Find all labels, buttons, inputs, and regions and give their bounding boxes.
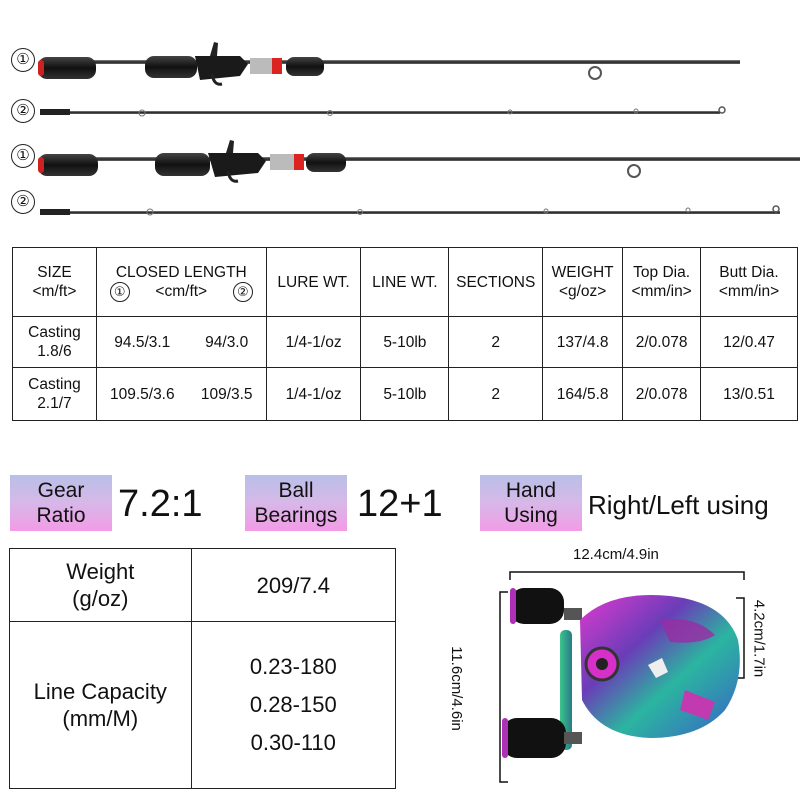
cell-top-dia: 2/0.078	[622, 316, 702, 368]
cell-size-value: 1.8/6	[37, 343, 72, 360]
cell-size-type: Casting	[28, 324, 81, 341]
rod-2-tip-section	[40, 205, 780, 216]
ball-bearings-value: 12+1	[357, 483, 443, 525]
header-butt-unit: <mm/in>	[718, 283, 780, 300]
rod-illustrations	[38, 42, 800, 216]
cell-line: 5-10lb	[360, 367, 450, 421]
cell-closed-2: 109/3.5	[200, 385, 253, 403]
cell-closed-1: 109.5/3.6	[109, 385, 175, 403]
line-capacity-label-1: Line Capacity	[33, 679, 167, 704]
cell-closed-length: 109.5/3.6 109/3.5	[95, 367, 267, 421]
header-weight-label: WEIGHT	[551, 264, 614, 281]
line-capacity-value: 0.23-180	[249, 654, 337, 679]
line-capacity-label: Line Capacity (mm/M)	[9, 621, 192, 789]
hand-using-value: Right/Left using	[588, 490, 769, 520]
header-closed-unit: <cm/ft>	[155, 283, 208, 300]
header-lure: LURE WT.	[265, 247, 362, 317]
header-weight-unit: <g/oz>	[558, 283, 607, 300]
cell-lure: 1/4-1/oz	[265, 367, 362, 421]
table-row: Weight (g/oz) 209/7.4	[9, 548, 397, 622]
gear-ratio-label-1: Gear	[37, 479, 85, 502]
reel-weight-label-1: Weight	[66, 559, 135, 584]
ball-bearings-label-2: Bearings	[254, 504, 338, 527]
line-capacity-values: 0.23-180 0.28-150 0.30-110	[190, 621, 397, 789]
gear-ratio-value: 7.2:1	[118, 483, 203, 525]
header-closed-sub: ① <cm/ft> ②	[97, 281, 266, 302]
rod-2-butt-section	[38, 140, 800, 183]
header-top-dia: Top Dia. <mm/in>	[622, 247, 702, 317]
header-size: SIZE <m/ft>	[12, 247, 97, 317]
rod-2-butt-marker: ①	[11, 144, 35, 168]
ball-bearings-badge: Ball Bearings	[245, 475, 347, 531]
cell-weight: 137/4.8	[542, 316, 624, 368]
hand-using-label-2: Using	[504, 504, 558, 527]
cell-lure: 1/4-1/oz	[265, 316, 362, 368]
reel-spec-table: Weight (g/oz) 209/7.4 Line Capacity (mm/…	[9, 548, 397, 789]
rod-1-butt-marker: ①	[11, 48, 35, 72]
hand-using-badge: Hand Using	[480, 475, 582, 531]
line-capacity-value: 0.28-150	[249, 692, 337, 717]
header-sections: SECTIONS	[448, 247, 544, 317]
table-row: Casting 2.1/7 109.5/3.6 109/3.5 1/4-1/oz…	[12, 367, 798, 421]
header-weight: WEIGHT <g/oz>	[542, 247, 624, 317]
reel-weight-label: Weight (g/oz)	[9, 548, 192, 622]
rod-1-tip-section	[40, 106, 726, 117]
cell-sections: 2	[448, 367, 544, 421]
header-top-unit: <mm/in>	[631, 283, 692, 300]
reel-weight-value: 209/7.4	[190, 548, 397, 622]
header-marker-2: ②	[232, 281, 253, 302]
cell-sections: 2	[448, 316, 544, 368]
header-size-label: SIZE	[37, 264, 72, 281]
cell-closed-1: 94.5/3.1	[114, 333, 171, 351]
cell-size: Casting 2.1/7	[12, 367, 97, 421]
table-header-row: SIZE <m/ft> CLOSED LENGTH ① <cm/ft> ② LU…	[12, 247, 798, 317]
cell-weight: 164/5.8	[542, 367, 624, 421]
cell-butt-dia: 13/0.51	[700, 367, 798, 421]
cell-line: 5-10lb	[360, 316, 450, 368]
gear-ratio-label-2: Ratio	[36, 504, 86, 527]
rod-1-tip-marker: ②	[11, 99, 35, 123]
cell-size-type: Casting	[28, 376, 81, 393]
reel-weight-label-2: (g/oz)	[72, 586, 129, 611]
table-row: Casting 1.8/6 94.5/3.1 94/3.0 1/4-1/oz 5…	[12, 316, 798, 368]
header-butt-label: Butt Dia.	[719, 264, 779, 281]
ball-bearings-label-1: Ball	[278, 479, 314, 502]
reel-width-dimension: 12.4cm/4.9in	[573, 546, 659, 563]
header-marker-1: ①	[109, 281, 130, 302]
line-capacity-value: 0.30-110	[250, 730, 336, 755]
header-line: LINE WT.	[360, 247, 450, 317]
rod-2-tip-marker: ②	[11, 190, 35, 214]
header-butt-dia: Butt Dia. <mm/in>	[700, 247, 798, 317]
cell-butt-dia: 12/0.47	[700, 316, 798, 368]
hand-using-label-1: Hand	[505, 479, 557, 502]
baitcasting-reel-image	[499, 571, 745, 783]
cell-closed-length: 94.5/3.1 94/3.0	[95, 316, 267, 368]
rod-1-butt-section	[38, 42, 740, 86]
cell-size-value: 2.1/7	[37, 395, 72, 412]
cell-closed-2: 94/3.0	[205, 333, 249, 351]
header-closed-label: CLOSED LENGTH	[115, 263, 247, 281]
table-row: Line Capacity (mm/M) 0.23-180 0.28-150 0…	[9, 621, 397, 789]
header-size-unit: <m/ft>	[32, 283, 77, 300]
cell-size: Casting 1.8/6	[12, 316, 97, 368]
rod-spec-table: SIZE <m/ft> CLOSED LENGTH ① <cm/ft> ② LU…	[12, 247, 798, 421]
header-top-label: Top Dia.	[633, 264, 691, 281]
cell-top-dia: 2/0.078	[622, 367, 702, 421]
reel-height-dimension: 11.6cm/4.6in	[447, 646, 465, 731]
header-closed-length: CLOSED LENGTH ① <cm/ft> ②	[95, 247, 267, 317]
gear-ratio-badge: Gear Ratio	[10, 475, 112, 531]
line-capacity-label-2: (mm/M)	[62, 706, 139, 731]
